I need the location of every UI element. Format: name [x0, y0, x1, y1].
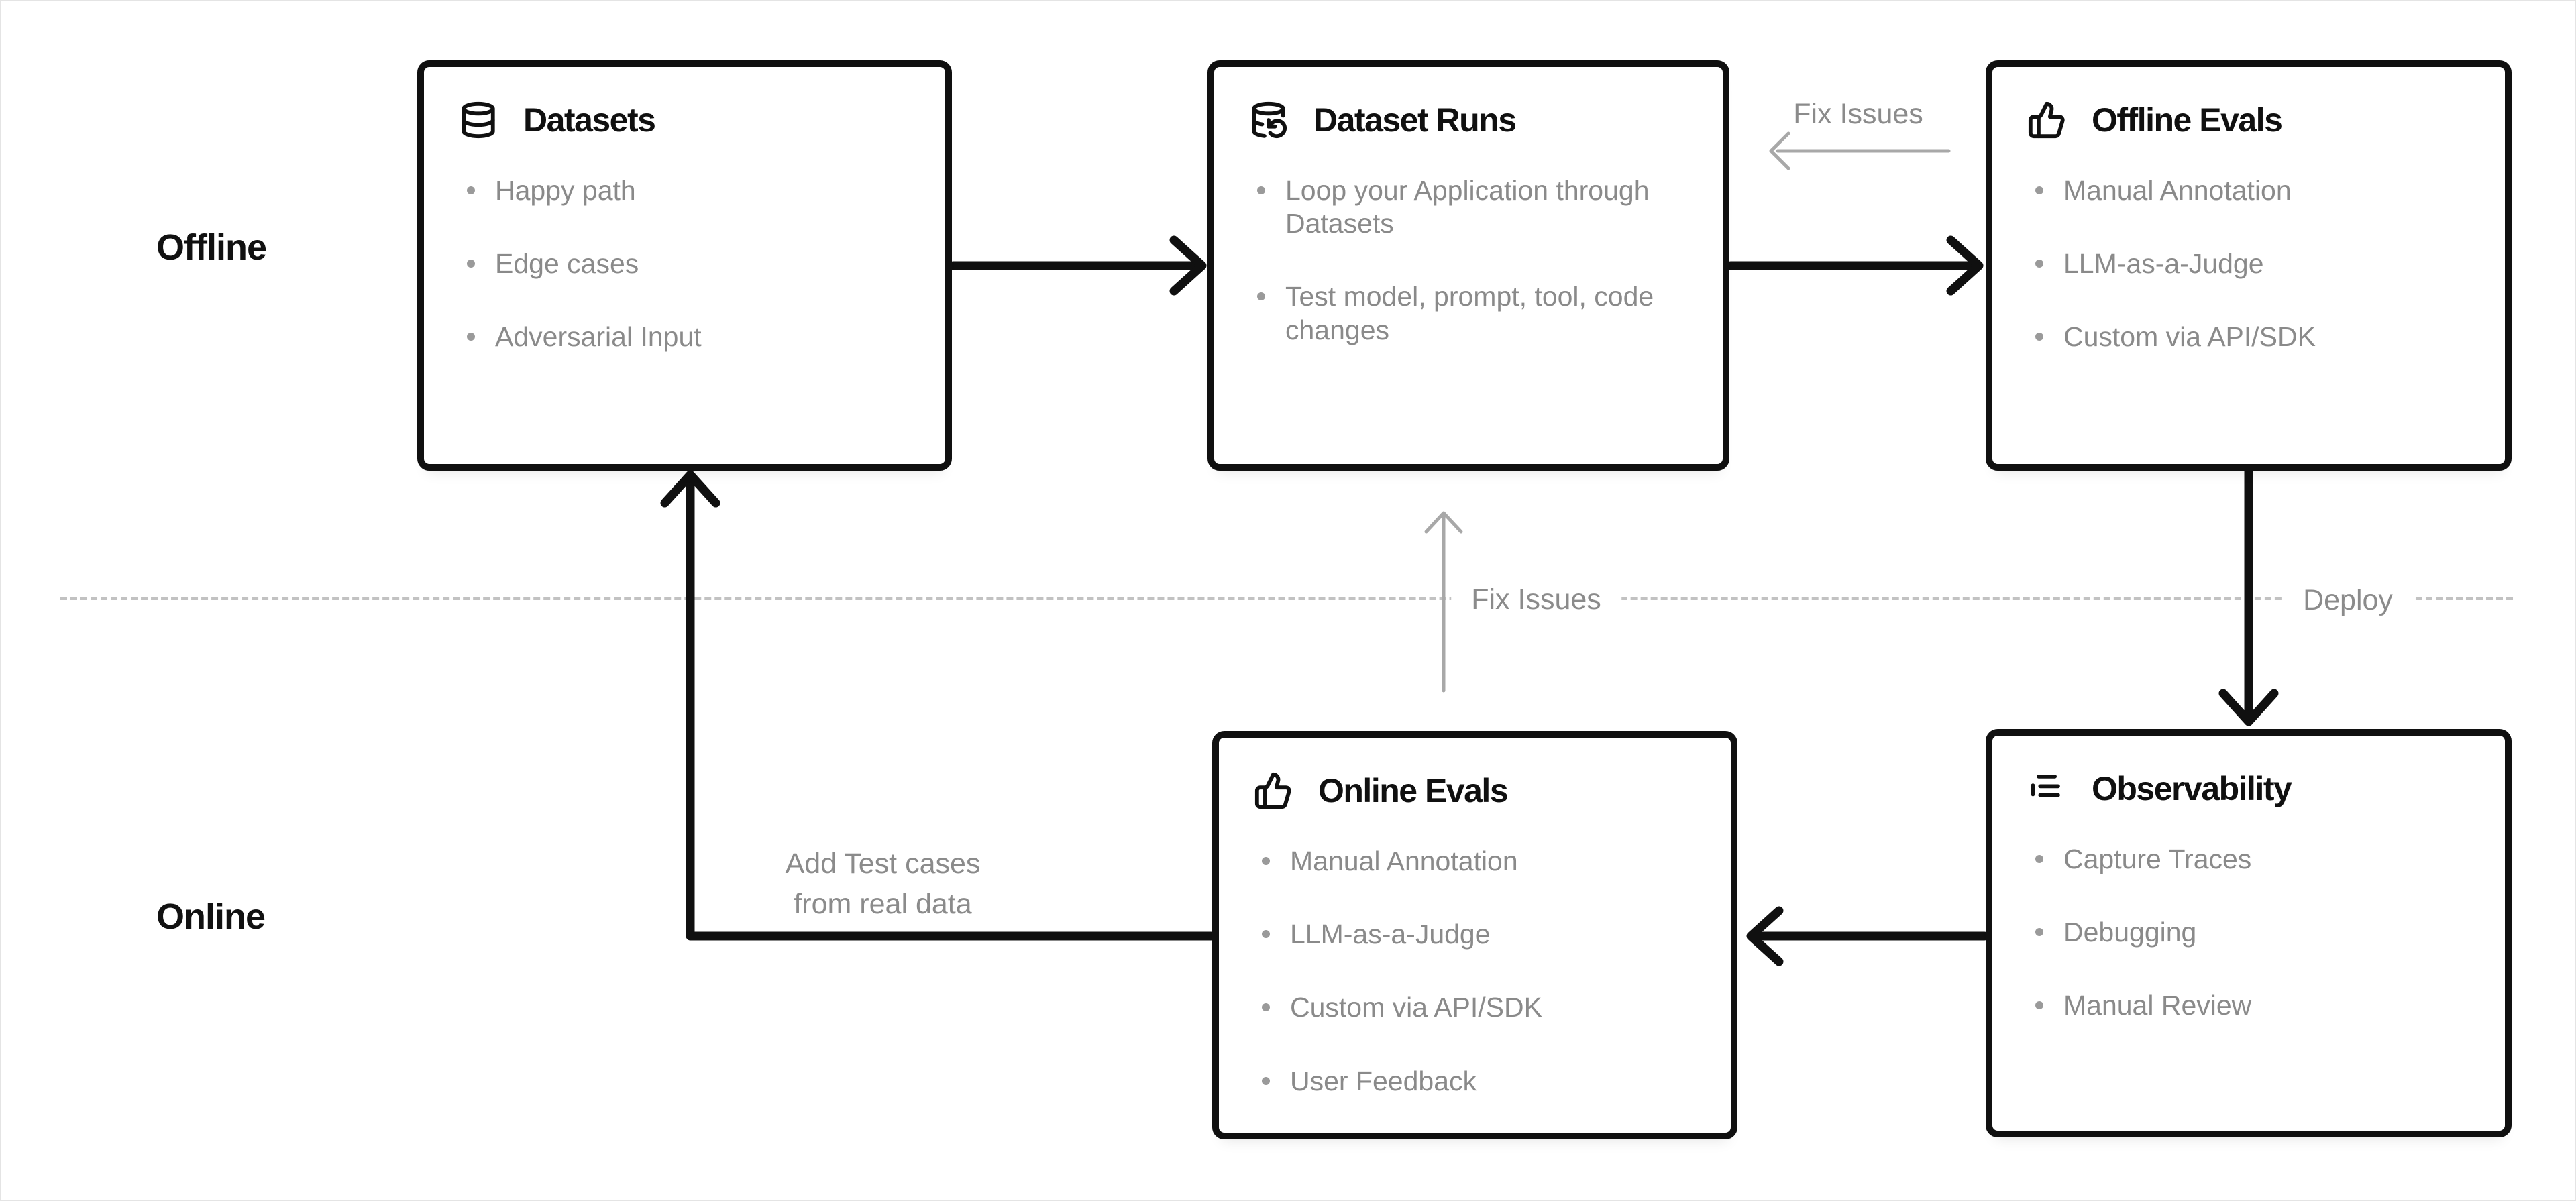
arrow-observability-to-online-evals — [1746, 906, 1989, 966]
arrow-datasets-to-dataset-runs — [949, 235, 1207, 296]
bullet-dot — [467, 186, 475, 194]
arrow-fix-issues-top — [1769, 131, 1951, 170]
fix-issues-top-label: Fix Issues — [1793, 97, 1923, 130]
arrow-online-evals-to-datasets — [660, 470, 1216, 941]
list-item: Custom via API/SDK — [2035, 321, 2474, 353]
online-evals-box: Online Evals Manual Annotation LLM-as-a-… — [1212, 731, 1737, 1139]
list-item: LLM-as-a-Judge — [1262, 918, 1700, 951]
list-item: LLM-as-a-Judge — [2035, 247, 2474, 280]
database-icon — [459, 101, 498, 139]
observability-box: Observability Capture Traces Debugging M… — [1986, 729, 2512, 1137]
list-item: Happy path — [467, 174, 914, 207]
dataset-runs-bullets: Loop your Application through Datasets T… — [1249, 174, 1692, 347]
list-item: User Feedback — [1262, 1065, 1700, 1098]
datasets-header: Datasets — [459, 101, 914, 139]
dataset-runs-header: Dataset Runs — [1249, 101, 1692, 139]
offline-online-divider — [60, 597, 2513, 600]
dataset-runs-title: Dataset Runs — [1313, 101, 1517, 139]
bullet-dot — [467, 333, 475, 341]
bullet-dot — [467, 260, 475, 268]
offline-evals-title: Offline Evals — [2092, 101, 2283, 139]
datasets-bullets: Happy path Edge cases Adversarial Input — [459, 174, 914, 354]
bullet-dot — [1262, 857, 1270, 865]
section-label-offline: Offline — [156, 227, 267, 268]
bullet-dot — [1262, 1076, 1270, 1085]
section-label-online: Online — [156, 897, 266, 937]
bullet-dot — [2035, 1001, 2043, 1010]
bullet-dot — [2035, 855, 2043, 863]
list-item: Edge cases — [467, 247, 914, 280]
list-item: Manual Review — [2035, 989, 2474, 1022]
database-refresh-icon — [1249, 101, 1288, 139]
offline-evals-box: Offline Evals Manual Annotation LLM-as-a… — [1986, 60, 2512, 471]
datasets-box: Datasets Happy path Edge cases Adversari… — [417, 60, 952, 471]
bullet-dot — [2035, 260, 2043, 268]
bullet-dot — [1262, 1003, 1270, 1012]
observability-header: Observability — [2027, 769, 2474, 808]
bullet-dot — [1257, 186, 1265, 194]
arrow-dataset-runs-to-offline-evals — [1726, 235, 1984, 296]
list-item: Custom via API/SDK — [1262, 991, 1700, 1024]
online-evals-bullets: Manual Annotation LLM-as-a-Judge Custom … — [1254, 845, 1700, 1098]
bullet-dot — [1262, 930, 1270, 939]
online-evals-header: Online Evals — [1254, 771, 1700, 810]
arrow-fix-issues-middle — [1424, 511, 1463, 693]
fix-issues-middle-label: Fix Issues — [1451, 575, 1621, 624]
list-item: Manual Annotation — [2035, 174, 2474, 207]
thumbs-up-icon — [2027, 101, 2066, 139]
bullet-dot — [2035, 186, 2043, 194]
list-tree-icon — [2027, 769, 2066, 808]
bullet-dot — [2035, 333, 2043, 341]
deploy-label: Deploy — [2283, 575, 2413, 625]
list-item: Loop your Application through Datasets — [1257, 174, 1692, 240]
add-test-cases-label: Add Test cases from real data — [786, 844, 981, 924]
add-test-cases-line2: from real data — [794, 888, 972, 920]
offline-evals-bullets: Manual Annotation LLM-as-a-Judge Custom … — [2027, 174, 2474, 354]
observability-title: Observability — [2092, 770, 2292, 807]
observability-bullets: Capture Traces Debugging Manual Review — [2027, 843, 2474, 1023]
arrow-offline-evals-to-observability-deploy — [2218, 466, 2279, 726]
list-item: Manual Annotation — [1262, 845, 1700, 878]
offline-evals-header: Offline Evals — [2027, 101, 2474, 139]
list-item: Test model, prompt, tool, code changes — [1257, 280, 1692, 346]
list-item: Debugging — [2035, 916, 2474, 949]
add-test-cases-line1: Add Test cases — [785, 847, 981, 880]
bullet-dot — [1257, 292, 1265, 301]
list-item: Adversarial Input — [467, 321, 914, 353]
datasets-title: Datasets — [523, 101, 656, 139]
dataset-runs-box: Dataset Runs Loop your Application throu… — [1208, 60, 1729, 471]
list-item: Capture Traces — [2035, 843, 2474, 876]
online-evals-title: Online Evals — [1318, 772, 1509, 809]
bullet-dot — [2035, 928, 2043, 937]
thumbs-up-icon — [1254, 771, 1293, 810]
